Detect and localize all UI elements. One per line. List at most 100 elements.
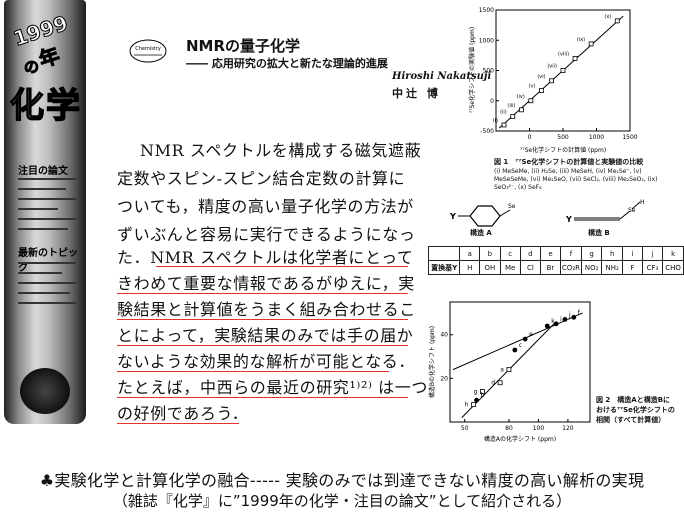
article-subtitle: ―― 応用研究の拡大と新たな理論的進展 [186,57,388,70]
table-cell: NH₂ [601,260,623,275]
table-cell: CF₃ [641,260,664,275]
data-point-filled [562,317,568,322]
spine-divider [18,188,66,190]
structure-a-label: 構造 A [470,229,492,237]
spine-divider [18,262,76,264]
spine-kagaku: 化学 [9,85,82,127]
y-tick-label: 1000 [479,37,494,44]
data-point [572,56,578,61]
x-tick-label: 50 [461,425,469,432]
x-tick-label: 0 [528,134,532,141]
data-point-label: (v) [529,83,536,89]
author-signature: Hiroshi Nakatsuji [392,71,492,82]
x-tick-label: 120 [562,425,574,432]
data-point-open [497,380,503,386]
data-point-filled [571,314,577,320]
logo-text: Chemistry [135,46,161,52]
x-tick-label: 1500 [622,134,637,141]
table-cell: H [459,260,481,275]
spine-divider [18,282,76,284]
body-line: たとえば，中西らの最近の研究¹⁾²⁾ は一つ [117,378,428,397]
red-underline [117,371,389,372]
table-cell: NO₂ [580,260,603,275]
spine-divider [18,292,70,294]
red-underline [117,397,408,398]
table-cell: a [459,246,481,261]
data-point-label: g [474,388,478,395]
red-underline [117,345,408,346]
figure-1-caption-body: (i) MeSeMe, (ii) H₂Se, (iii) MeSeH, (iv)… [494,168,658,191]
footer-line-2: （雑誌『化学』に”1999年の化学・注目の論文”として紹介される） [112,492,572,510]
data-point-label: j [568,311,571,318]
data-point [510,114,516,119]
data-point-label: (iii) [507,103,515,109]
table-cell: OH [479,260,501,275]
body-line: た．NMR スペクトルは化学者にとって [117,248,414,267]
structure-b-y: Y [565,215,572,224]
table-cell: Br [539,260,562,275]
y-tick-label: 0 [490,98,494,105]
data-point-filled [553,321,559,327]
data-point-filled [474,397,479,403]
body-line: NMR スペクトルを構成する磁気遮蔽 [140,141,422,160]
body-line: の好例であろう． [117,404,249,423]
data-point-label: c [519,342,522,349]
data-point [539,88,544,93]
spine-divider [18,228,68,230]
figure-1-ylabel: ⁷⁷Se化学シフトの実験値 (ppm) [468,27,476,113]
body-line: ないような効果的な解析が可能となる． [117,352,416,371]
table-cell [427,246,461,261]
svg-text:Se: Se [628,207,636,214]
structure-b-label: 構造 B [588,229,610,237]
spine-year: 1999年 [10,10,71,72]
data-point [614,18,620,24]
data-point-label: (x) [604,14,611,20]
x-tick-label: 100 [533,425,545,432]
figure-2-caption: 図 2 構造Aと構造Bにおける⁷⁷Se化学シフトの相関（すべて計算値） [596,396,675,424]
spine-section-2: 最新のトピック [18,248,78,274]
spine-divider [18,208,58,210]
data-point [549,78,555,84]
x-tick-label: 500 [557,134,569,141]
magazine-spine-image: 1999年 の 化学 注目の論文 最新のトピック [4,0,86,424]
table-cell: e [539,246,562,261]
data-point [528,98,534,104]
table-cell: 置換基Y [427,260,461,275]
body-line: きわめて重要な情報であるがゆえに，実 [117,274,415,293]
table-cell: f [560,246,582,261]
y-tick-label: -500 [480,128,494,135]
body-line: とによって，実験結果のみでは手の届か [117,326,414,345]
data-point-label: h [465,402,469,409]
data-point-label: i [560,316,562,323]
table-cell: g [580,246,603,261]
red-underline [117,293,408,294]
table-cell: Cl [519,260,541,275]
body-line: 験結果と計算値をうまく組み合わせるこ [117,300,416,319]
data-point [501,122,507,128]
data-point-filled [522,336,528,342]
figure-2-ylabel: 構造Bの化学シフト (ppm) [428,326,436,398]
x-tick-label: 1000 [589,134,604,141]
y-tick-label: 40 [440,332,448,339]
table-header-row: a b c d e f g h i j k [427,246,684,261]
table-cell: Me [499,260,521,275]
data-point-filled [544,323,550,329]
data-point-label: (iv) [517,94,525,100]
spine-divider [18,272,62,274]
table-cell: j [641,246,664,261]
data-point-label: (viii) [558,51,569,57]
author-name: 中辻 博 [392,87,441,100]
table-cell: CO₂R [560,260,582,275]
figure-1-caption-title: 図 1 ⁷⁷Se化学シフトの計算値と実験値の比較 [494,158,644,166]
data-point-label: (vii) [547,64,557,70]
data-point-filled [512,347,518,353]
article-title: NMRの量子化学 [186,37,301,55]
plot-frame [449,301,591,423]
data-point-open [471,402,476,407]
data-point-label: d [491,380,495,387]
table-cell: h [601,246,623,261]
body-line: ずいぶんと容易に実行できるようになっ [117,225,416,244]
table-cell: c [499,246,521,261]
